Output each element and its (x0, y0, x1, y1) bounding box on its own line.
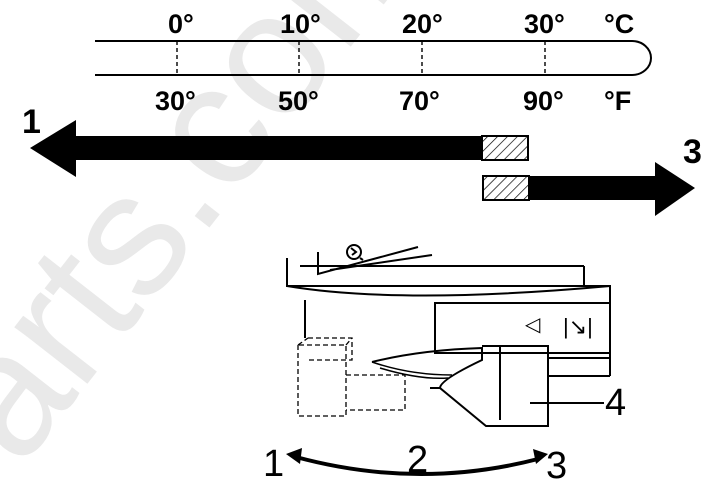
rotation-arc (295, 455, 539, 476)
rotation-indicator: 1 2 3 (263, 439, 567, 487)
celsius-tick-label: 30° (524, 9, 565, 39)
dial-knob-base (371, 361, 453, 380)
fahrenheit-tick-label: 70° (399, 86, 440, 116)
thermometer-ticks (176, 41, 546, 75)
watermark-text: arts.com (0, 0, 463, 488)
fahrenheit-tick-label: 90° (523, 86, 564, 116)
dial-knob (371, 345, 549, 427)
rotation-label-middle: 2 (407, 439, 428, 481)
celsius-tick-label: 0° (168, 9, 194, 39)
thermometer-tube (95, 40, 652, 76)
panel-body-curve (286, 285, 611, 297)
control-panel (286, 246, 611, 427)
celsius-unit-label: °C (604, 9, 634, 39)
thermometer: 0° 10° 20° 30° °C 30° 50° 70° 90° °F (95, 9, 652, 116)
hidden-box (308, 337, 353, 361)
hidden-box (346, 374, 406, 411)
left-arrow-shape (30, 120, 482, 177)
rotation-label-left: 1 (263, 443, 284, 485)
panel-face (434, 302, 611, 354)
panel-right-symbol: |↘| (563, 314, 593, 339)
frost-icon (346, 244, 364, 261)
right-arrow-hatch (482, 175, 530, 201)
right-arrow-label: 3 (683, 133, 702, 171)
hidden-outline (297, 337, 406, 417)
left-arrow-label: 1 (22, 103, 41, 141)
celsius-tick-label: 10° (280, 9, 321, 39)
fahrenheit-tick-label: 50° (278, 86, 319, 116)
hidden-box (297, 337, 353, 346)
fahrenheit-tick-label: 30° (155, 86, 196, 116)
rotation-arrowhead-left (286, 448, 302, 464)
left-arrow-hatch (481, 135, 529, 161)
panel-left-symbol: ◁ (525, 314, 541, 336)
left-arrow: 1 (22, 103, 529, 177)
callout-4-label: 4 (605, 382, 626, 424)
celsius-tick-label: 20° (402, 9, 443, 39)
rotation-arrowhead-right (533, 449, 548, 464)
right-arrow: 3 (482, 133, 702, 216)
dial-knob-side (430, 345, 501, 420)
rotation-label-right: 3 (546, 445, 567, 487)
hidden-box (297, 344, 347, 417)
panel-lever (317, 246, 433, 276)
panel-top-plate (286, 258, 611, 288)
right-arrow-shape (529, 162, 695, 216)
fahrenheit-unit-label: °F (604, 86, 631, 116)
